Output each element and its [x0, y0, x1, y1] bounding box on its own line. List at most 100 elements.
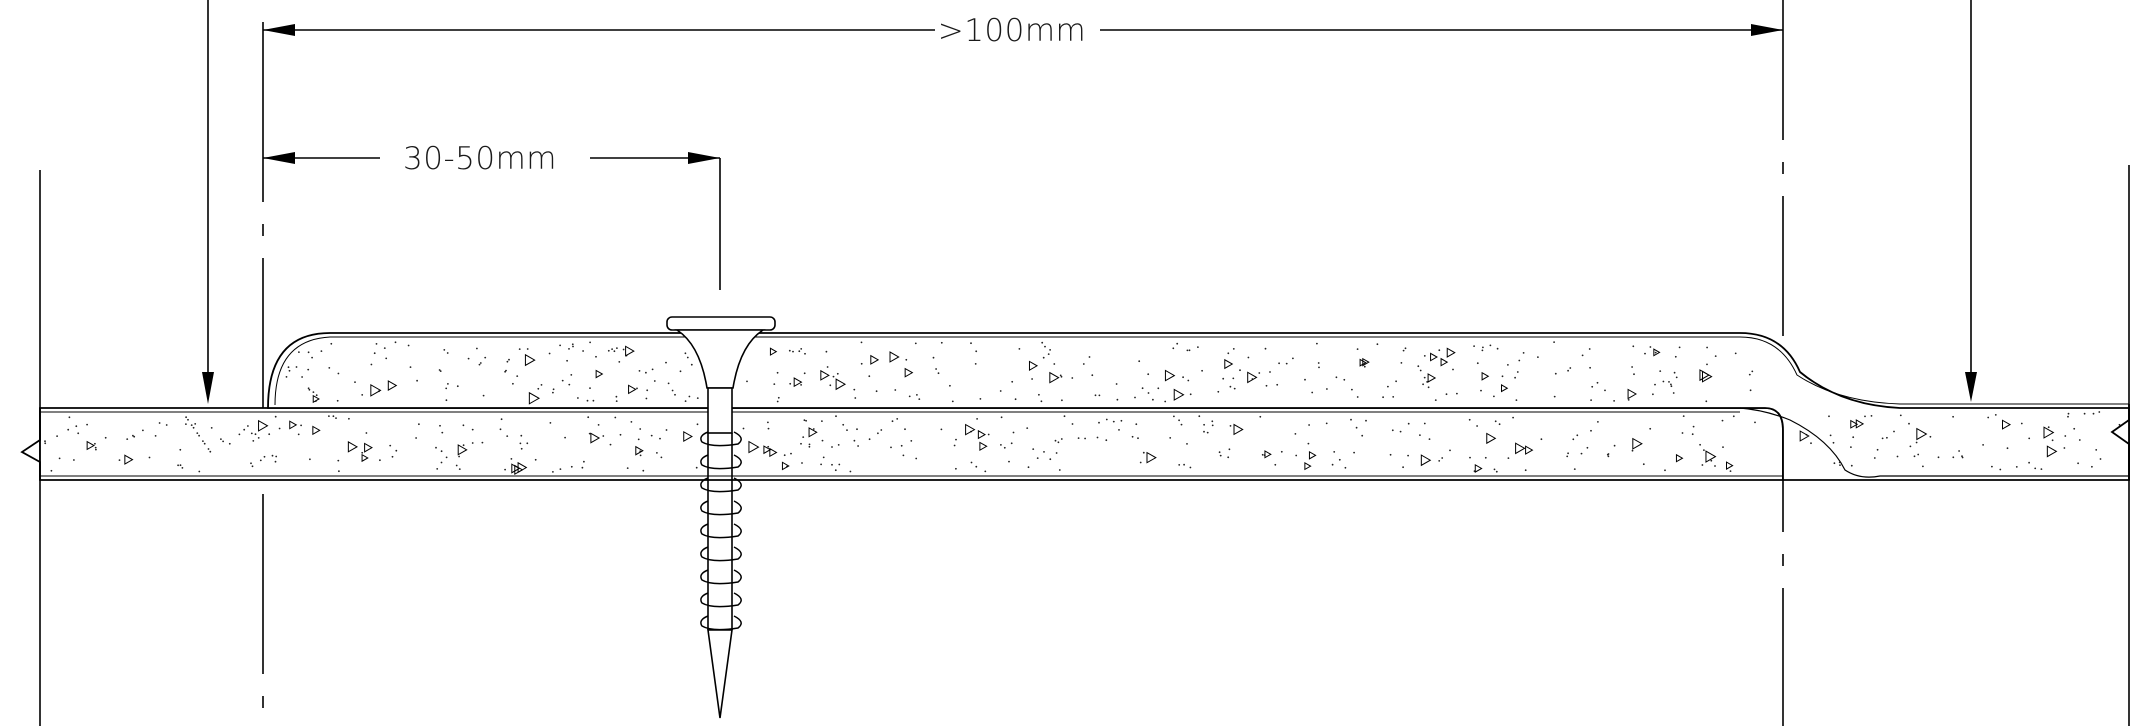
- screw-fastener: [666, 316, 776, 719]
- texture-dot: [1008, 460, 1010, 463]
- texture-dot: [656, 452, 658, 454]
- texture-dot: [1705, 400, 1708, 403]
- texture-dot: [1318, 366, 1320, 369]
- texture-dot: [154, 435, 157, 437]
- texture-dot: [1494, 420, 1497, 423]
- texture-dot: [561, 379, 564, 382]
- texture-dot: [1131, 435, 1134, 438]
- texture-aggregate: [1705, 450, 1717, 463]
- texture-dot: [1307, 442, 1310, 445]
- texture-dot: [95, 448, 97, 451]
- texture-dot: [1929, 435, 1932, 438]
- texture-aggregate: [625, 345, 635, 357]
- texture-dot: [696, 397, 699, 399]
- texture-dot: [820, 463, 822, 466]
- texture-dot: [1586, 446, 1589, 449]
- texture-dot: [1363, 365, 1366, 368]
- texture-dot: [1407, 454, 1409, 457]
- texture-dot: [821, 439, 824, 442]
- texture-dot: [1082, 363, 1085, 365]
- texture-dot: [1365, 419, 1367, 422]
- texture-dot: [2098, 411, 2101, 413]
- texture-dot: [674, 393, 676, 396]
- texture-dot: [860, 362, 863, 365]
- texture-dot: [552, 388, 555, 391]
- texture-dot: [1675, 376, 1678, 379]
- texture-dot: [808, 443, 811, 446]
- texture-dot: [1172, 347, 1175, 350]
- texture-dot: [1994, 414, 1997, 416]
- texture-dot: [309, 458, 311, 461]
- texture-dot: [228, 442, 231, 445]
- texture-dot: [2091, 465, 2093, 468]
- texture-dot: [1285, 362, 1288, 365]
- overall-dimension-label: >100mm: [938, 13, 1087, 49]
- texture-dot: [1389, 453, 1392, 456]
- texture-dot: [1567, 452, 1569, 455]
- texture-dot: [482, 394, 485, 397]
- texture-dot: [970, 461, 973, 464]
- texture-dot: [826, 366, 829, 368]
- texture-dot: [572, 345, 574, 348]
- texture-dot: [1512, 416, 1514, 419]
- texture-dot: [467, 357, 470, 360]
- texture-dot: [1047, 353, 1050, 355]
- texture-dot: [651, 368, 654, 371]
- texture-dot: [361, 394, 364, 396]
- texture-dot: [202, 440, 204, 442]
- texture-aggregate: [2046, 445, 2058, 458]
- texture-dot: [951, 400, 954, 403]
- texture-dot: [1186, 443, 1188, 445]
- texture-dot: [1292, 357, 1294, 360]
- texture-dot: [445, 456, 448, 459]
- texture-dot: [829, 384, 832, 387]
- texture-dot: [185, 423, 187, 425]
- texture-dot: [315, 394, 318, 397]
- texture-dot: [196, 432, 199, 434]
- texture-dot: [181, 467, 184, 469]
- texture-dot: [1061, 399, 1063, 402]
- texture-dot: [1644, 352, 1646, 355]
- texture-dot: [800, 384, 802, 386]
- texture-dot: [1116, 398, 1119, 401]
- texture-dot: [1581, 354, 1584, 357]
- upper-board-underside: [1739, 407, 2129, 478]
- texture-dot: [1749, 389, 1752, 392]
- texture-dot: [1147, 373, 1150, 376]
- texture-dot: [158, 422, 161, 424]
- texture-aggregate: [781, 461, 790, 471]
- texture-dot: [976, 418, 978, 420]
- texture-aggregate: [1247, 371, 1258, 384]
- texture-dot: [910, 440, 913, 442]
- texture-dot: [904, 428, 906, 431]
- texture-dot: [1654, 383, 1656, 386]
- texture-aggregate: [628, 384, 637, 395]
- thread-coil: [700, 523, 742, 539]
- texture-dot: [1473, 345, 1475, 347]
- board-texture: [44, 341, 2121, 476]
- texture-aggregate: [889, 351, 900, 363]
- texture-dot: [194, 423, 197, 425]
- texture-aggregate: [1627, 388, 1637, 400]
- texture-dot: [1732, 415, 1735, 418]
- texture-aggregate: [2043, 426, 2055, 439]
- texture-dot: [837, 444, 840, 446]
- texture-dot: [165, 424, 168, 426]
- texture-dot: [568, 383, 571, 386]
- texture-dot: [1423, 355, 1426, 357]
- texture-dot: [1649, 346, 1652, 348]
- texture-dot: [803, 419, 806, 422]
- texture-dot: [1748, 373, 1751, 376]
- texture-dot: [548, 352, 551, 355]
- texture-dot: [1157, 387, 1160, 390]
- texture-dot: [1514, 376, 1516, 379]
- texture-dot: [300, 424, 302, 427]
- texture-dot: [506, 360, 509, 363]
- texture-dot: [268, 433, 271, 436]
- texture-dot: [1664, 469, 1666, 472]
- texture-dot: [1909, 445, 1912, 448]
- texture-dot: [287, 366, 290, 369]
- texture-dot: [75, 425, 78, 428]
- thread-coil: [700, 454, 742, 470]
